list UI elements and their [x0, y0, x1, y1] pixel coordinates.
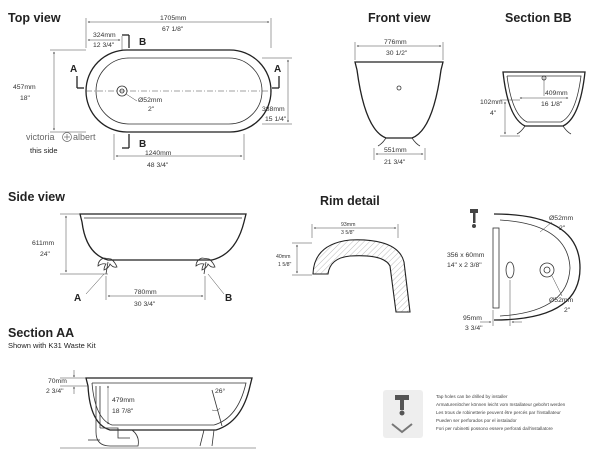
section-b-bottom: B — [139, 139, 146, 150]
notice-line-fr: Les trous de robinetterie peuvent être p… — [436, 410, 561, 415]
rim-detail-title: Rim detail — [320, 194, 380, 208]
angle-label: 26° — [215, 387, 226, 395]
tap-d2: Ø52mm — [549, 297, 574, 304]
foot-right — [195, 257, 216, 275]
base-mm: 1240mm — [145, 150, 172, 157]
tap-slot-dim-in: 14" x 2 3/8" — [447, 262, 482, 269]
brand-plus-icon — [62, 132, 72, 142]
side-feet-in: 30 3/4" — [134, 301, 156, 308]
base-in: 48 3/4" — [147, 162, 169, 169]
section-a-left: A — [70, 64, 77, 75]
brand-victoria: victoria — [26, 132, 55, 142]
front-base-in: 21 3/4" — [384, 159, 406, 166]
tap-tub-corner — [493, 213, 581, 321]
notice-line-en: Tap holes can be drilled by installer — [436, 394, 508, 399]
section-bb: Section BB 409mm 16 1/8" 102mm 4" — [480, 11, 586, 137]
section-aa-subtitle: Shown with K31 Waste Kit — [8, 341, 97, 350]
front-overflow-icon — [396, 85, 402, 91]
section-bb-title: Section BB — [505, 11, 572, 25]
waste-leader — [125, 93, 138, 102]
bb-width-in: 16 1/8" — [541, 101, 563, 108]
bb-width-mm: 409mm — [545, 90, 568, 97]
width-in: 18" — [20, 95, 31, 102]
side-label-a: A — [74, 293, 81, 304]
tap-faucet-icon — [470, 209, 478, 228]
waste-dim-in: 2" — [148, 106, 155, 113]
aa-rim-in: 2 3/4" — [46, 388, 64, 395]
rim-detail: Rim detail 93mm 3 5/8" 40mm 1 5/8" — [276, 194, 411, 313]
tap-d1: Ø52mm — [549, 215, 574, 222]
section-a-right: A — [274, 64, 281, 75]
notice-line-es: Pueden ser perforados por el instalador — [436, 418, 517, 423]
length-mm: 1705mm — [160, 15, 187, 22]
foot-left — [97, 257, 118, 275]
rim-height-mm: 40mm — [276, 254, 290, 260]
side-height-in: 24" — [40, 251, 51, 258]
notice-line-it: Fori per rubinetti possono essere perfor… — [436, 426, 553, 431]
tap-edge-mm: 95mm — [463, 315, 482, 322]
inner-mm: 324mm — [93, 32, 116, 39]
tap-slot-dim: 356 x 60mm — [447, 252, 485, 259]
aa-depth-in: 18 7/8" — [112, 408, 134, 415]
tap-slot-outline — [492, 227, 500, 309]
front-view-title: Front view — [368, 11, 431, 25]
tap-d2-in: 2" — [564, 307, 571, 314]
rim-profile — [312, 239, 411, 313]
tap-hole-detail: Ø52mm 2" 356 x 60mm 14" x 2 3/8" Ø52mm 2… — [447, 209, 581, 332]
aa-foot — [199, 429, 215, 447]
rim-height-in: 1 5/8" — [278, 262, 292, 268]
tap-hole-icon — [505, 261, 515, 279]
waste-kit-icon — [88, 386, 139, 447]
front-feet — [377, 137, 421, 147]
section-bb-feet — [516, 125, 572, 135]
aa-depth-mm: 479mm — [112, 397, 135, 404]
front-top-mm: 776mm — [384, 39, 407, 46]
waste-outlet-icon — [116, 85, 128, 97]
depth-in: 15 1/4" — [265, 116, 287, 123]
side-height-mm: 611mm — [32, 240, 54, 247]
side-view-title: Side view — [8, 190, 65, 204]
section-b-top: B — [139, 37, 146, 48]
tap-d1-in: 2" — [559, 225, 566, 232]
depth-mm: 388mm — [262, 106, 285, 113]
side-tub-shape — [79, 213, 247, 261]
waste-inner-icon — [119, 88, 125, 94]
bb-height-mm: 102mm — [480, 99, 503, 106]
drill-tap-icon — [391, 395, 413, 434]
top-view-title: Top view — [8, 11, 61, 25]
section-aa-tub — [85, 377, 253, 431]
front-base-mm: 551mm — [384, 147, 407, 154]
tap-edge-in: 3 3/4" — [465, 325, 483, 332]
notice-line-de: Armaturenlöcher können leicht vom Instal… — [436, 402, 566, 407]
angle-line — [211, 389, 223, 427]
bb-height-in: 4" — [490, 110, 497, 117]
section-aa-title: Section AA — [8, 326, 74, 340]
tap-hole-notice: Tap holes can be drilled by installer Ar… — [383, 390, 566, 438]
top-view: Top view Ø52mm 2" 1705mm 67 1/8" 324mm 1… — [8, 11, 292, 169]
front-tub-shape — [354, 61, 444, 139]
brand-albert: albert — [73, 132, 96, 142]
front-top-in: 30 1/2" — [386, 50, 408, 57]
this-side-note: this side — [30, 146, 58, 155]
front-view: Front view 776mm 30 1/2" 551mm 21 3/4" — [354, 11, 444, 166]
rim-width-in: 3 5/8" — [341, 230, 355, 236]
section-aa: Section AA Shown with K31 Waste Kit 26° … — [8, 326, 256, 449]
inner-in: 12 3/4" — [93, 42, 115, 49]
waste-dim: Ø52mm — [138, 97, 163, 104]
side-label-b: B — [225, 293, 232, 304]
rim-width-mm: 93mm — [341, 222, 355, 228]
aa-rim-mm: 70mm — [48, 378, 67, 385]
side-view: Side view 611mm 24" 780mm 30 3/4" A B — [8, 190, 247, 308]
side-feet-mm: 780mm — [134, 289, 157, 296]
length-in: 67 1/8" — [162, 26, 184, 33]
waste-hole-icon — [539, 262, 555, 278]
width-mm: 457mm — [13, 84, 36, 91]
